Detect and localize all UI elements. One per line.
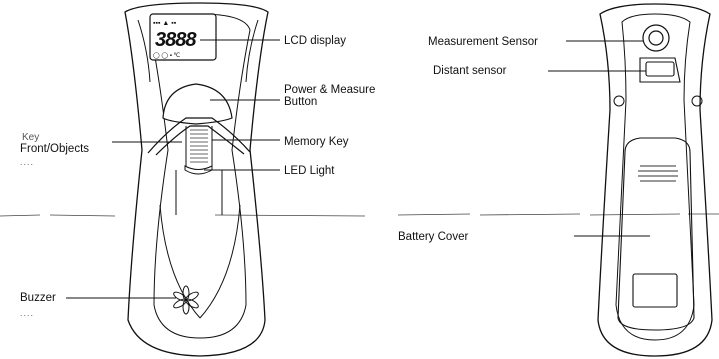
svg-text:◯ ◯ ▪ ℃: ◯ ◯ ▪ ℃ (153, 52, 181, 59)
label-buzzer: Buzzer (20, 292, 56, 304)
label-lcd-display: LCD display (284, 35, 346, 47)
label-power-measure-2: Button (284, 96, 318, 108)
buzzer-icon (173, 285, 199, 315)
front-objects-dots: .... (20, 157, 35, 167)
front-device (124, 2, 269, 357)
led-light (184, 165, 213, 175)
cut-line (0, 213, 719, 217)
measurement-sensor (642, 24, 670, 52)
back-leader-lines (548, 40, 650, 237)
battery-cover (617, 137, 695, 331)
lcd-status-icons: ▪▪▪ ▲ ▪▪ (153, 20, 177, 27)
front-leader-lines (66, 39, 280, 299)
label-front-objects: Front/Objects (20, 143, 90, 155)
buzzer-dots: .... (20, 308, 35, 318)
label-key: Key (22, 132, 40, 143)
back-outer-body (597, 3, 713, 357)
label-battery-cover: Battery Cover (398, 231, 469, 243)
label-distant-sensor: Distant sensor (433, 65, 507, 77)
label-memory-key: Memory Key (284, 136, 349, 148)
battery-window (632, 273, 678, 308)
power-measure-button[interactable] (162, 83, 233, 125)
front-inner-body (149, 13, 251, 339)
lcd-digits: 3888 (155, 29, 197, 51)
back-inner-body (615, 13, 695, 341)
label-power-measure-1: Power & Measure (284, 84, 376, 96)
distant-sensor (639, 57, 681, 83)
front-outer-body (124, 2, 269, 357)
back-device (597, 3, 713, 357)
label-measurement-sensor: Measurement Sensor (428, 36, 538, 48)
label-led-light: LED Light (284, 165, 335, 177)
lcd-screen: ▪▪▪ ▲ ▪▪ 3888 ◯ ◯ ▪ ℃ (149, 13, 217, 61)
